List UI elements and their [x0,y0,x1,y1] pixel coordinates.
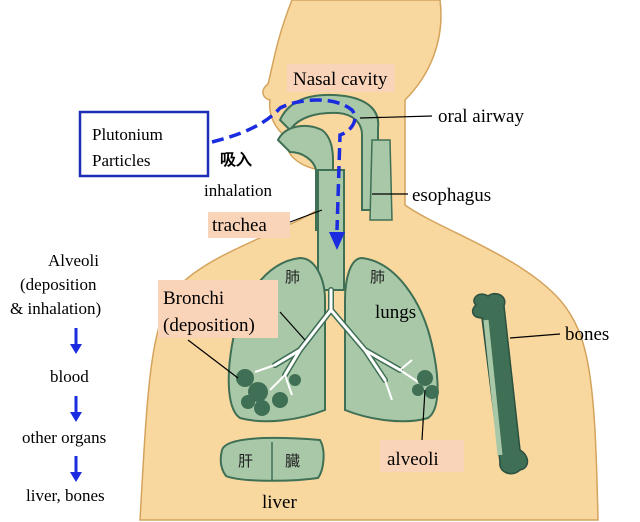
down-arrow-1 [70,328,82,354]
esophagus-label: esophagus [412,185,491,206]
liver-label: liver [262,492,297,513]
pathway-step-2: blood [50,367,89,386]
inhalation-label: inhalation [204,181,272,200]
alveoli-cluster-left [236,369,301,416]
trachea-label: trachea [212,215,267,236]
pathway-step-1-line-1: Alveoli [48,251,99,270]
liver-jp-2: 臓 [285,452,300,470]
alveoli-cluster-right [412,370,439,399]
trachea-tag [208,212,290,238]
inhalation-path [211,98,357,250]
down-arrow-3 [70,456,82,482]
bones-label: bones [565,324,609,345]
pathway-step-4: liver, bones [26,486,105,505]
liver-jp-1: 肝 [238,452,253,470]
nasal-cavity-label: Nasal cavity [293,69,388,90]
bronchi-tag [158,280,278,338]
arm-bone [471,292,529,475]
alveoli-tag [380,440,464,472]
bronchi-label-1: Bronchi [163,288,224,309]
trachea-tube [317,169,345,291]
lung-jp-left: 肺 [285,268,300,286]
oral-airway-label: oral airway [438,106,524,127]
pathway-step-3: other organs [22,428,106,447]
lungs-label: lungs [375,302,416,323]
nasal-cavity-tag [287,64,395,92]
pathway-step-1-line-3: & inhalation) [10,299,101,318]
deposition-pathway: Alveoli (deposition & inhalation) blood … [10,251,106,505]
alveoli-label: alveoli [387,449,439,470]
plutonium-label-1: Plutonium [92,125,163,144]
inhale-jp-label: 吸入 [220,150,252,169]
down-arrow-2 [70,396,82,422]
bronchi-label-2: (deposition) [163,315,255,336]
plutonium-particles-box [78,110,210,178]
pathway-step-1-line-2: (deposition [20,275,97,294]
lung-jp-right: 肺 [370,268,385,286]
liver-organ: 肝 臓 [219,436,325,482]
plutonium-label-2: Particles [92,151,151,170]
